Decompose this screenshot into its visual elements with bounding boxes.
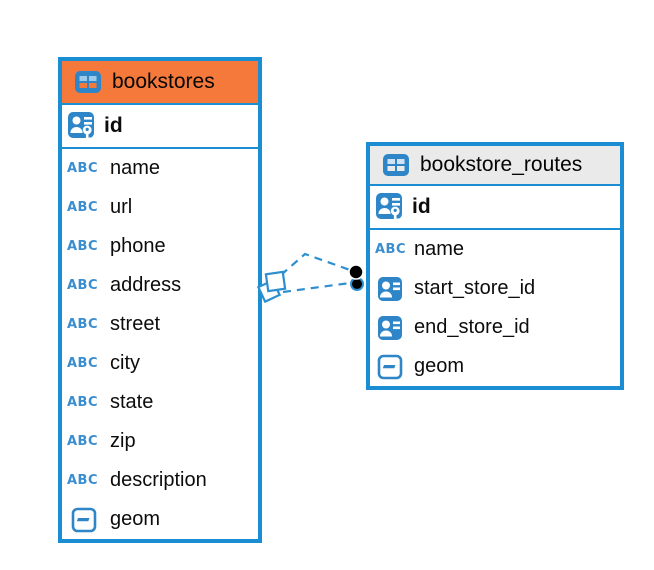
- column-name: name: [110, 157, 161, 179]
- column-row[interactable]: ABC zip: [62, 422, 258, 461]
- table-header-bookstores[interactable]: bookstores: [62, 61, 258, 105]
- column-name: url: [110, 196, 133, 218]
- text-type-icon: ABC: [67, 434, 99, 449]
- table-bookstores[interactable]: bookstores id ABC name: [58, 57, 262, 543]
- link-source-marker-double-square[interactable]: [256, 270, 287, 304]
- text-type-icon: ABC: [67, 356, 99, 371]
- column-row[interactable]: start_store_id: [370, 269, 620, 308]
- column-row[interactable]: ABC street: [62, 305, 258, 344]
- text-type-icon: ABC: [67, 161, 99, 176]
- column-name: start_store_id: [414, 277, 536, 299]
- column-name: geom: [414, 355, 465, 377]
- table-bookstore-routes[interactable]: bookstore_routes id ABC name: [366, 142, 624, 390]
- column-row[interactable]: end_store_id: [370, 308, 620, 347]
- text-type-icon: ABC: [67, 473, 99, 488]
- column-name: street: [110, 313, 161, 335]
- text-type-icon: ABC: [67, 200, 99, 215]
- column-name: state: [110, 391, 154, 413]
- text-type-icon: ABC: [375, 242, 407, 257]
- table-icon: [74, 70, 102, 94]
- column-row[interactable]: ABC phone: [62, 227, 258, 266]
- column-row[interactable]: geom: [62, 500, 258, 539]
- column-row-id[interactable]: id: [62, 105, 258, 149]
- column-row[interactable]: ABC description: [62, 461, 258, 500]
- foreign-key-icon: [375, 315, 405, 341]
- column-name: zip: [110, 430, 136, 452]
- text-type-icon: ABC: [67, 239, 99, 254]
- column-name: id: [412, 195, 431, 218]
- text-type-icon: ABC: [67, 317, 99, 332]
- column-row-id[interactable]: id: [370, 186, 620, 230]
- table-title: bookstore_routes: [420, 153, 583, 176]
- column-name: id: [104, 114, 123, 137]
- column-row[interactable]: ABC address: [62, 266, 258, 305]
- column-name: description: [110, 469, 207, 491]
- text-type-icon: ABC: [67, 395, 99, 410]
- fk-link-line-1[interactable]: [280, 252, 351, 276]
- column-name: geom: [110, 508, 161, 530]
- link-target-marker-double-dot[interactable]: [348, 264, 364, 291]
- column-row[interactable]: ABC city: [62, 344, 258, 383]
- column-row[interactable]: ABC name: [370, 230, 620, 269]
- column-row[interactable]: ABC state: [62, 383, 258, 422]
- text-type-icon: ABC: [67, 278, 99, 293]
- geometry-type-icon: [375, 354, 405, 380]
- column-name: city: [110, 352, 140, 374]
- table-title: bookstores: [112, 70, 215, 93]
- foreign-key-icon: [375, 276, 405, 302]
- column-row[interactable]: geom: [370, 347, 620, 386]
- column-name: address: [110, 274, 182, 296]
- column-row[interactable]: ABC url: [62, 188, 258, 227]
- table-header-bookstore-routes[interactable]: bookstore_routes: [370, 146, 620, 186]
- geometry-type-icon: [67, 507, 101, 533]
- fk-link-line-2[interactable]: [282, 281, 351, 294]
- column-row[interactable]: ABC name: [62, 149, 258, 188]
- primary-key-icon: [375, 191, 403, 223]
- table-icon: [382, 153, 410, 177]
- primary-key-icon: [67, 110, 95, 142]
- column-name: name: [414, 238, 465, 260]
- column-name: phone: [110, 235, 166, 257]
- column-name: end_store_id: [414, 316, 530, 338]
